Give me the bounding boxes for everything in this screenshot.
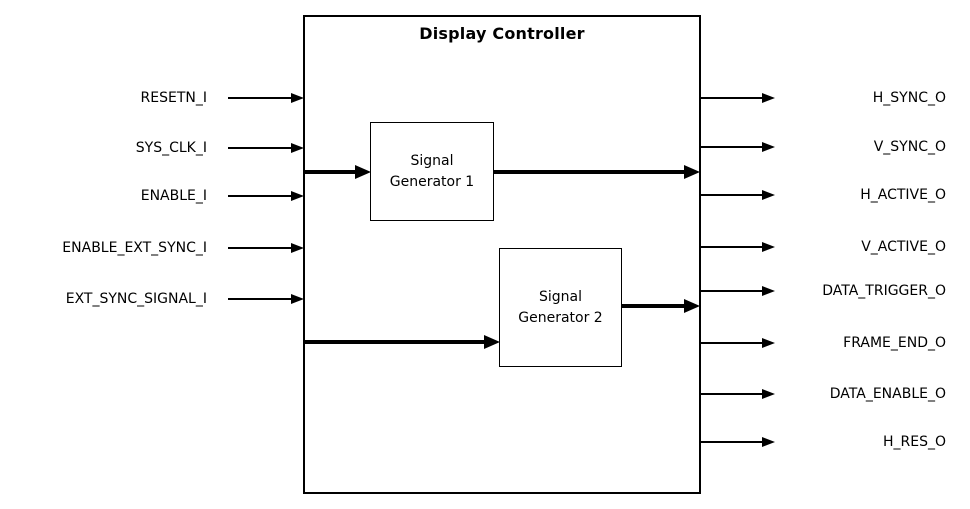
input-wire-ext-sync-signal-i — [228, 298, 292, 300]
wire-sg1-output — [494, 170, 685, 174]
input-wire-resetn-i — [228, 97, 292, 99]
signal-generator-1-label: Signal Generator 1 — [389, 153, 475, 190]
signal-generator-2-label: Signal Generator 2 — [518, 289, 603, 326]
input-wire-sys-clk-i — [228, 147, 292, 149]
output-arrowhead-h-active-o — [762, 190, 775, 200]
arrowhead-sg2-input — [484, 335, 500, 349]
output-label-v-active-o: V_ACTIVE_O — [861, 239, 946, 255]
input-arrowhead-ext-sync-signal-i — [291, 294, 304, 304]
output-label-h-active-o: H_ACTIVE_O — [860, 187, 946, 203]
wire-sg1-input — [303, 170, 356, 174]
output-label-h-sync-o: H_SYNC_O — [872, 90, 946, 106]
output-label-v-sync-o: V_SYNC_O — [873, 139, 946, 155]
input-label-resetn-i: RESETN_I — [140, 90, 207, 106]
wire-sg2-output — [622, 304, 685, 308]
input-arrowhead-enable-ext-sync-i — [291, 243, 304, 253]
output-wire-data-trigger-o — [700, 290, 762, 292]
output-arrowhead-v-active-o — [762, 242, 775, 252]
input-wire-enable-ext-sync-i — [228, 247, 292, 249]
output-arrowhead-data-trigger-o — [762, 286, 775, 296]
arrowhead-sg1-input — [355, 165, 371, 179]
output-wire-h-active-o — [700, 194, 762, 196]
output-label-data-trigger-o: DATA_TRIGGER_O — [822, 283, 946, 299]
input-label-enable-i: ENABLE_I — [140, 188, 207, 204]
output-label-frame-end-o: FRAME_END_O — [843, 335, 946, 351]
input-label-enable-ext-sync-i: ENABLE_EXT_SYNC_I — [62, 240, 207, 256]
output-wire-h-sync-o — [700, 97, 762, 99]
input-arrowhead-resetn-i — [291, 93, 304, 103]
output-wire-v-active-o — [700, 246, 762, 248]
output-arrowhead-v-sync-o — [762, 142, 775, 152]
output-label-data-enable-o: DATA_ENABLE_O — [829, 386, 946, 402]
diagram-title: Display Controller — [419, 24, 585, 43]
input-arrowhead-enable-i — [291, 191, 304, 201]
signal-generator-2-block: Signal Generator 2 — [499, 248, 622, 367]
input-label-ext-sync-signal-i: EXT_SYNC_SIGNAL_I — [65, 291, 207, 307]
arrowhead-sg1-output — [684, 165, 700, 179]
input-label-sys-clk-i: SYS_CLK_I — [135, 140, 207, 156]
output-label-h-res-o: H_RES_O — [882, 434, 946, 450]
output-arrowhead-data-enable-o — [762, 389, 775, 399]
output-arrowhead-frame-end-o — [762, 338, 775, 348]
output-wire-frame-end-o — [700, 342, 762, 344]
output-arrowhead-h-res-o — [762, 437, 775, 447]
output-arrowhead-h-sync-o — [762, 93, 775, 103]
output-wire-h-res-o — [700, 441, 762, 443]
display-controller-box — [303, 15, 701, 494]
input-arrowhead-sys-clk-i — [291, 143, 304, 153]
wire-sg2-input — [303, 340, 485, 344]
input-wire-enable-i — [228, 195, 292, 197]
output-wire-data-enable-o — [700, 393, 762, 395]
output-wire-v-sync-o — [700, 146, 762, 148]
signal-generator-1-block: Signal Generator 1 — [370, 122, 494, 221]
arrowhead-sg2-output — [684, 299, 700, 313]
